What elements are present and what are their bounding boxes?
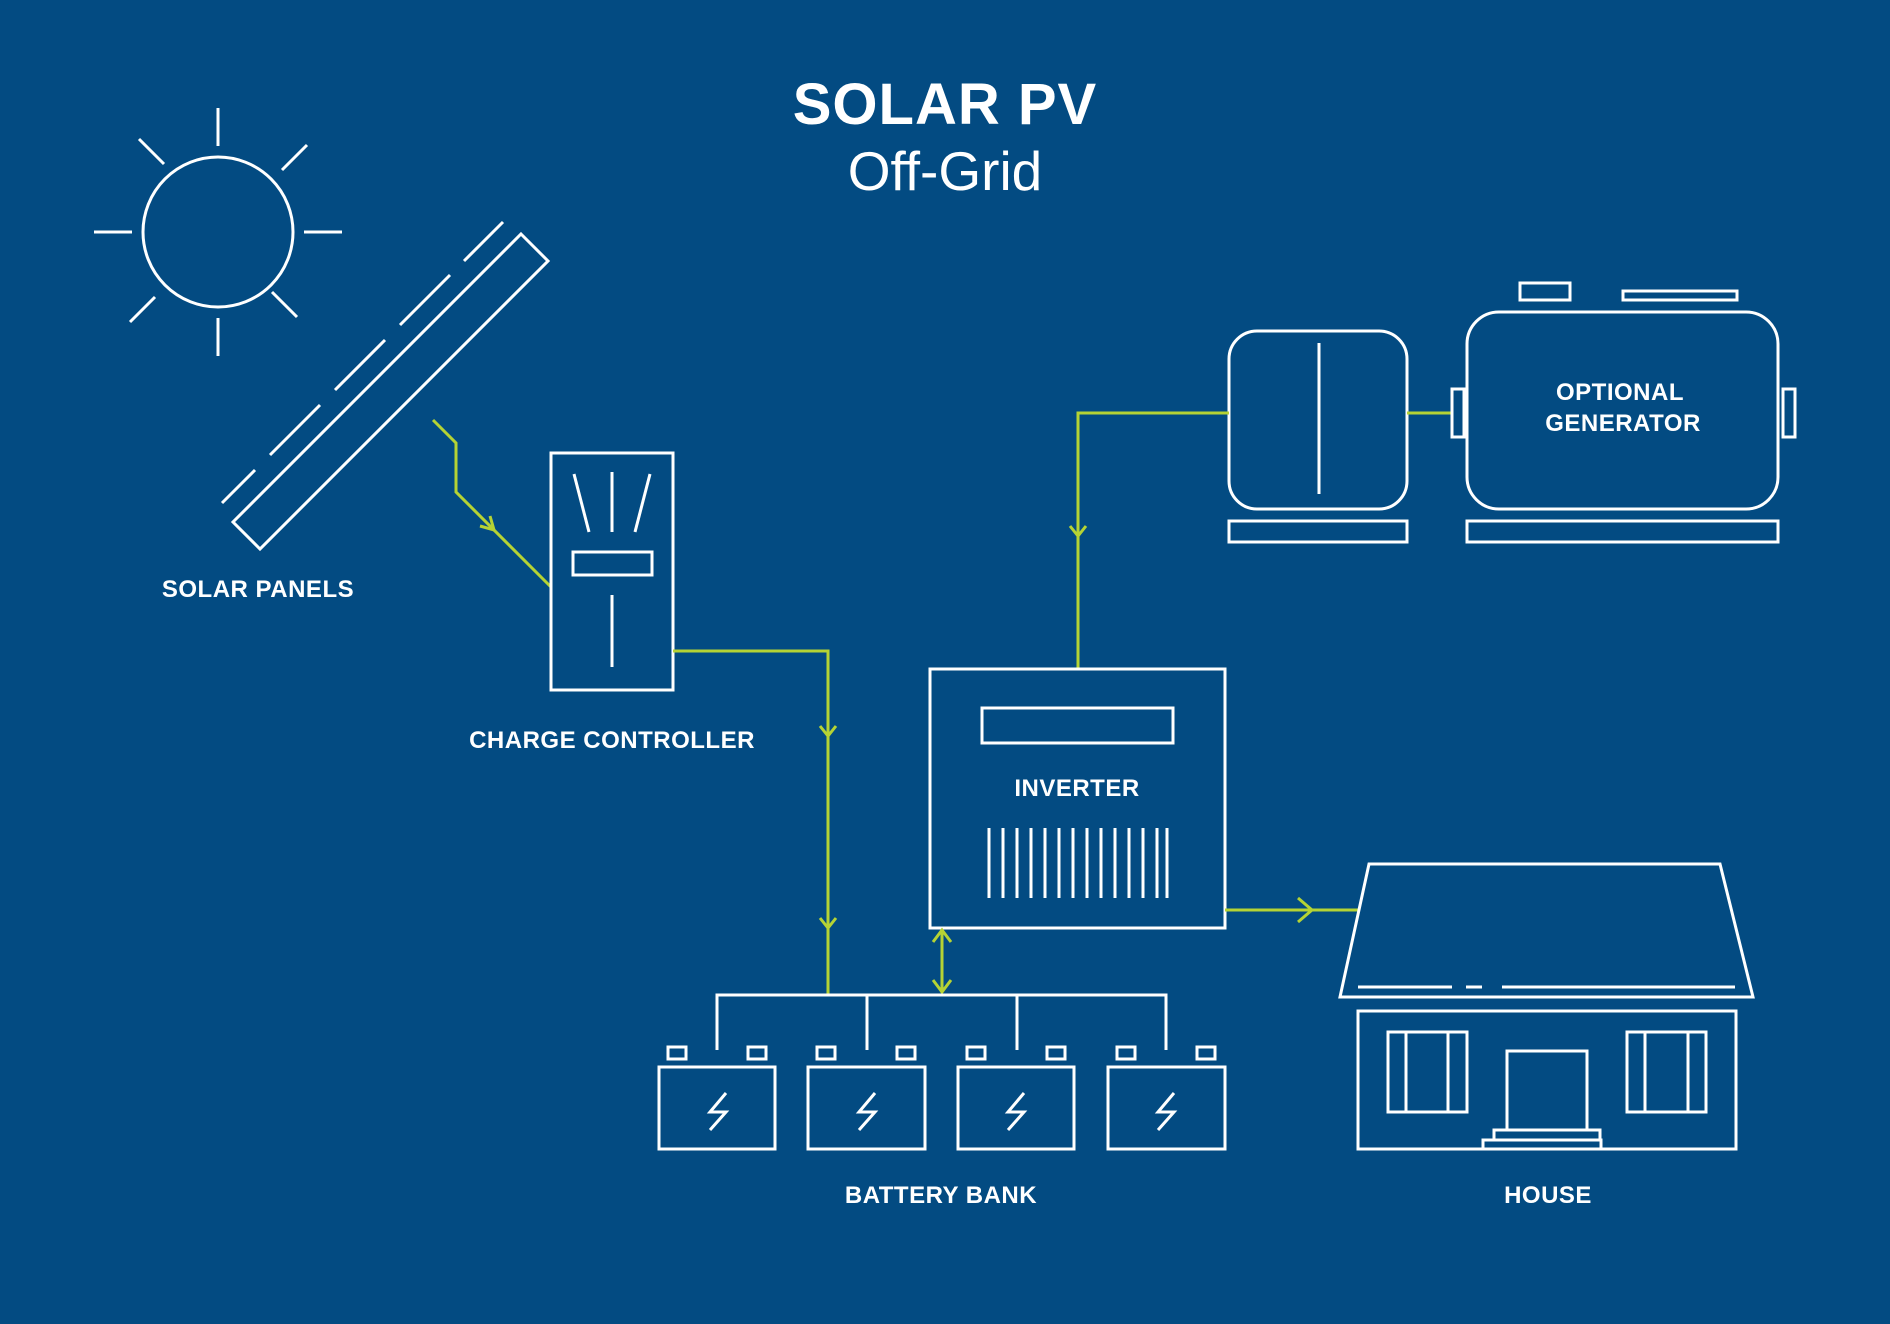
battery-3 [956, 1045, 1076, 1151]
generator-icon [1227, 281, 1797, 544]
house-window-right [1625, 1030, 1708, 1114]
inverter-vents [987, 828, 1169, 898]
flow-generator-to-inverter [1068, 411, 1229, 669]
generator-label-line2: GENERATOR [1545, 410, 1701, 437]
inverter-label: INVERTER [1014, 775, 1139, 802]
battery-2 [806, 1045, 927, 1151]
battery-bank-label: BATTERY BANK [845, 1182, 1037, 1209]
inverter-icon [928, 667, 1227, 930]
diagram-title: SOLAR PV [793, 72, 1098, 137]
flow-inverter-battery-bidirectional [931, 927, 953, 995]
diagram-subtitle: Off-Grid [848, 140, 1043, 202]
lightning-bolt-icon [1004, 1092, 1028, 1131]
house-icon [1338, 862, 1755, 1151]
battery-bank-icon [657, 993, 1227, 1151]
battery-4 [1106, 1045, 1227, 1151]
charge-controller-label: CHARGE CONTROLLER [469, 727, 755, 754]
solar-panel-icon [220, 220, 551, 552]
house-door [1481, 1049, 1603, 1151]
lightning-bolt-icon [1154, 1092, 1178, 1131]
sun-icon [94, 108, 342, 356]
flow-inverter-to-house [1225, 896, 1358, 924]
solar-panels-label: SOLAR PANELS [162, 576, 354, 603]
house-label: HOUSE [1504, 1182, 1592, 1209]
battery-1 [657, 1045, 777, 1151]
lightning-bolt-icon [855, 1092, 879, 1131]
house-window-left [1386, 1030, 1469, 1114]
generator-label-line1: OPTIONAL [1556, 379, 1684, 406]
flow-controller-to-batteries [673, 649, 838, 995]
flow-panel-to-controller [431, 418, 553, 589]
lightning-bolt-icon [706, 1092, 730, 1131]
charge-controller-icon [549, 451, 675, 692]
